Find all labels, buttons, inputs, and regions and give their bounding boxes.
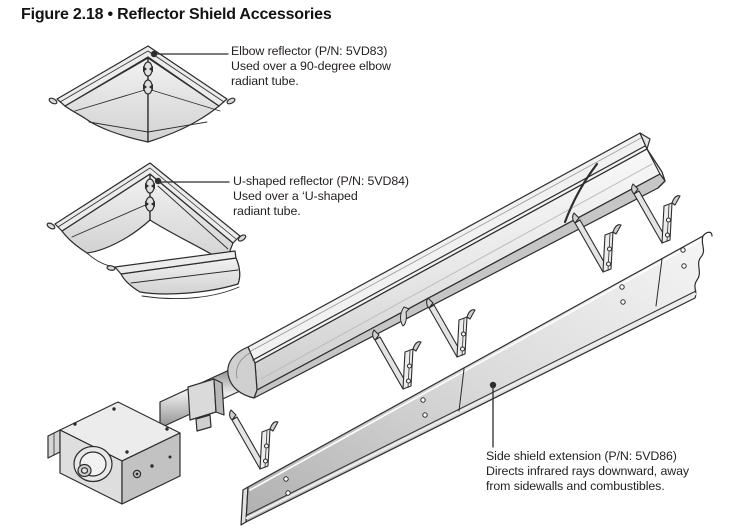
u-shaped-reflector-label: U-shaped reflector (P/N: 5VD84) Used ove…	[233, 174, 409, 219]
hanger-bracket	[372, 329, 422, 390]
leader-line-elbow	[150, 50, 229, 58]
side-shield-label-line3: from sidewalls and combustibles.	[486, 479, 665, 493]
u-shaped-reflector-illustration	[46, 162, 247, 300]
leader-line-u-shaped	[154, 177, 230, 185]
u-shaped-reflector-label-line1: U-shaped reflector (P/N: 5VD84)	[233, 174, 409, 188]
hanger-bracket	[229, 409, 279, 470]
side-shield-label-line1: Side shield extension (P/N: 5VD86)	[486, 449, 677, 463]
mounting-holes	[283, 247, 687, 496]
connecting-tube	[159, 364, 241, 432]
screws	[73, 407, 172, 468]
flue-opening	[73, 445, 113, 483]
u-shaped-reflector-label-line2: Used over a ‘U-shaped	[233, 189, 358, 203]
leader-line-side-shield	[489, 381, 497, 448]
elbow-reflector-label-line2: Used over a 90-degree elbow	[231, 59, 391, 73]
hanger-bracket	[572, 212, 622, 273]
side-shield-extension-label: Side shield extension (P/N: 5VD86) Direc…	[486, 449, 689, 494]
hanger-bracket	[426, 297, 476, 358]
elbow-reflector-label: Elbow reflector (P/N: 5VD83) Used over a…	[231, 44, 391, 89]
figure-title: Figure 2.18 • Reflector Shield Accessori…	[21, 6, 332, 23]
radiant-tube-reflector	[227, 132, 666, 399]
hanger-hook	[400, 306, 410, 327]
hanger-bracket	[631, 183, 681, 244]
side-shield-label-line2: Directs infrared rays downward, away	[486, 464, 689, 478]
u-shaped-reflector-label-line3: radiant tube.	[233, 204, 301, 218]
burner-box	[47, 401, 181, 505]
side-shield-extension	[240, 231, 713, 526]
elbow-reflector-label-line3: radiant tube.	[231, 74, 299, 88]
main-assembly-illustration	[47, 50, 713, 526]
elbow-reflector-label-line1: Elbow reflector (P/N: 5VD83)	[231, 44, 388, 58]
elbow-reflector-illustration	[48, 45, 236, 143]
